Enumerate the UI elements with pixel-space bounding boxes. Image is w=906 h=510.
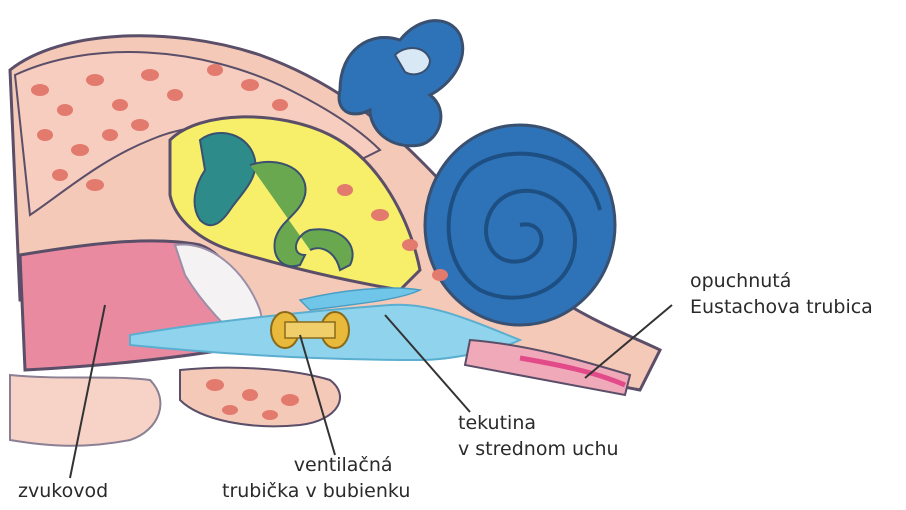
label-eustachian-tube-line1: opuchnutá <box>690 268 873 294</box>
ventilation-tube-shaft <box>285 322 335 338</box>
label-ear-canal-line1: zvukovod <box>18 478 108 504</box>
label-ventilation-tube-line1: ventilačná <box>276 452 410 478</box>
lower-bone <box>180 368 340 427</box>
label-ear-canal: zvukovod <box>18 478 108 504</box>
label-eustachian-tube: opuchnutá Eustachova trubica <box>690 268 873 320</box>
label-fluid-line1: tekutina <box>458 410 619 436</box>
label-fluid: tekutina v strednom uchu <box>458 410 619 462</box>
label-eustachian-tube-line2: Eustachova trubica <box>690 294 873 320</box>
label-ventilation-tube-line2: trubička v bubienku <box>222 478 410 504</box>
label-fluid-line2: v strednom uchu <box>458 436 619 462</box>
lower-tissue <box>10 375 160 446</box>
label-ventilation-tube: ventilačná trubička v bubienku <box>222 452 410 504</box>
